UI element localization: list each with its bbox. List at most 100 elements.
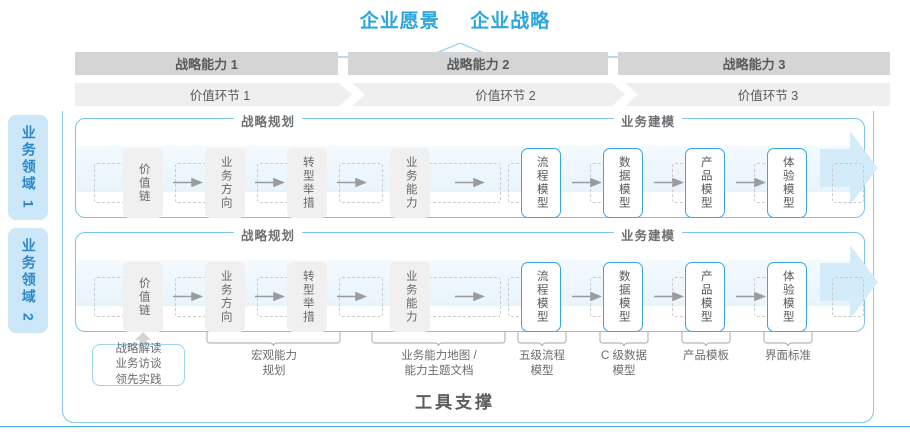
bracket-capability-map xyxy=(371,332,506,346)
flow-arrow-icon xyxy=(255,292,285,301)
section-label-planning-1: 战略规划 xyxy=(233,111,303,130)
flow-arrow-icon xyxy=(337,178,367,187)
capability-bar-2: 战略能力 2 xyxy=(348,52,608,75)
value-chain-label-1: 价值环节 1 xyxy=(189,89,251,103)
value-chain-bar-3: 价值环节 3 xyxy=(624,83,890,106)
capability-bar-1: 战略能力 1 xyxy=(75,52,338,75)
step-box[interactable]: 价值链 xyxy=(123,262,163,332)
step-label: 体验模型 xyxy=(781,156,794,210)
value-chain-bar-group: 价值环节 1 价值环节 2 价值环节 3 xyxy=(75,83,890,106)
sidebar-item-domain-1[interactable]: 业务领域 1 xyxy=(8,115,48,220)
domain-label-2: 业务领域 2 xyxy=(20,237,37,324)
step-label: 流程模型 xyxy=(535,156,548,210)
step-label: 体验模型 xyxy=(781,270,794,324)
title-strategy: 企业战略 xyxy=(470,11,551,32)
section-rule-left-1 xyxy=(182,118,218,119)
flow-arrow-icon xyxy=(173,178,203,187)
capability-label-3: 战略能力 3 xyxy=(722,57,786,72)
capability-label-1: 战略能力 1 xyxy=(175,57,238,72)
step-label: 产品模型 xyxy=(699,156,712,210)
bottom-divider xyxy=(0,426,910,427)
step-box[interactable]: 体验模型 xyxy=(767,148,807,218)
deliverable-line: 宏观能力 xyxy=(251,350,297,362)
deliverable-line: 五级流程 xyxy=(519,350,565,362)
step-box[interactable]: 体验模型 xyxy=(767,262,807,332)
step-box[interactable]: 转型举措 xyxy=(287,148,327,218)
intake-line-3: 领先实践 xyxy=(115,373,162,386)
step-label: 价值链 xyxy=(137,276,150,318)
intake-line-2: 业务访谈 xyxy=(115,358,162,371)
title-vision: 企业愿景 xyxy=(359,11,440,32)
bracket-macro-capability xyxy=(206,332,341,346)
step-label: 业务能力 xyxy=(404,156,417,210)
flow-arrow-icon xyxy=(455,292,485,301)
capability-bar-3: 战略能力 3 xyxy=(618,52,890,75)
dash-slot xyxy=(832,277,864,317)
chevron-divider-1 xyxy=(339,83,365,106)
deliverable-line: 模型 xyxy=(612,365,636,378)
value-chain-bar-1: 价值环节 1 xyxy=(75,83,365,106)
flow-arrow-icon xyxy=(337,292,367,301)
deliverable-line: 产品模板 xyxy=(683,350,729,362)
deliverable-label-ui-standard: 界面标准 xyxy=(765,349,811,364)
step-label: 数据模型 xyxy=(617,156,630,210)
tool-support-title: 工具支撑 xyxy=(415,393,495,412)
section-label-planning-2: 战略规划 xyxy=(233,225,303,244)
chevron-divider-2 xyxy=(612,83,638,106)
step-box[interactable]: 流程模型 xyxy=(521,148,561,218)
page-title: 企业愿景 企业战略 xyxy=(0,6,910,33)
section-label-modeling-2: 业务建模 xyxy=(613,225,683,244)
value-chain-label-2: 价值环节 2 xyxy=(475,89,536,103)
flow-arrow-icon xyxy=(572,292,602,301)
step-box[interactable]: 业务能力 xyxy=(390,262,430,332)
intake-line-1: 战略解读 xyxy=(115,342,162,355)
dash-slot xyxy=(832,163,864,203)
bracket-data-model xyxy=(599,332,649,346)
step-box[interactable]: 业务方向 xyxy=(205,262,245,332)
intake-note-box[interactable]: 战略解读 业务访谈 领先实践 xyxy=(92,342,185,388)
step-box[interactable]: 产品模型 xyxy=(685,148,725,218)
flow-arrow-icon xyxy=(654,292,684,301)
step-box[interactable]: 业务能力 xyxy=(390,148,430,218)
step-label: 产品模型 xyxy=(699,270,712,324)
step-label: 业务方向 xyxy=(219,270,232,324)
step-box[interactable]: 转型举措 xyxy=(287,262,327,332)
step-box[interactable]: 业务方向 xyxy=(205,148,245,218)
tool-support-border xyxy=(62,111,874,423)
section-rule-mid-1 xyxy=(320,118,592,119)
step-label: 价值链 xyxy=(137,162,150,204)
deliverable-line: 业务能力地图 / xyxy=(401,350,477,362)
flow-arrow-icon xyxy=(173,292,203,301)
domain-label-1: 业务领域 1 xyxy=(20,124,37,211)
deliverable-label-data-model: C 级数据 模型 xyxy=(601,349,647,379)
value-chain-bar-2: 价值环节 2 xyxy=(351,83,638,106)
step-box[interactable]: 产品模型 xyxy=(685,262,725,332)
step-box[interactable]: 价值链 xyxy=(123,148,163,218)
flow-arrow-icon xyxy=(736,178,766,187)
bracket-process-model xyxy=(517,332,567,346)
deliverable-label-process-model: 五级流程 模型 xyxy=(519,349,565,379)
step-box[interactable]: 数据模型 xyxy=(603,262,643,332)
deliverable-label-macro-capability: 宏观能力 规划 xyxy=(251,349,297,379)
section-label-modeling-1: 业务建模 xyxy=(613,111,683,130)
flow-arrow-icon xyxy=(455,178,485,187)
deliverable-label-capability-map: 业务能力地图 / 能力主题文档 xyxy=(401,349,476,379)
deliverable-line: 规划 xyxy=(262,365,286,378)
step-label: 转型举措 xyxy=(301,156,314,210)
sidebar-item-domain-2[interactable]: 业务领域 2 xyxy=(8,228,48,333)
step-box[interactable]: 数据模型 xyxy=(603,148,643,218)
deliverable-line: 模型 xyxy=(530,365,554,378)
bracket-ui-standard xyxy=(763,332,813,346)
step-label: 数据模型 xyxy=(617,270,630,324)
intake-note-text: 战略解读 业务访谈 领先实践 xyxy=(116,342,162,388)
section-rule-left-2 xyxy=(182,232,218,233)
step-label: 转型举措 xyxy=(301,270,314,324)
value-chain-label-3: 价值环节 3 xyxy=(737,89,799,103)
capability-label-2: 战略能力 2 xyxy=(446,57,510,72)
flow-arrow-icon xyxy=(572,178,602,187)
section-rule-right-2 xyxy=(700,232,736,233)
flow-arrow-icon xyxy=(255,178,285,187)
step-box[interactable]: 流程模型 xyxy=(521,262,561,332)
deliverable-line: 能力主题文档 xyxy=(404,365,474,378)
